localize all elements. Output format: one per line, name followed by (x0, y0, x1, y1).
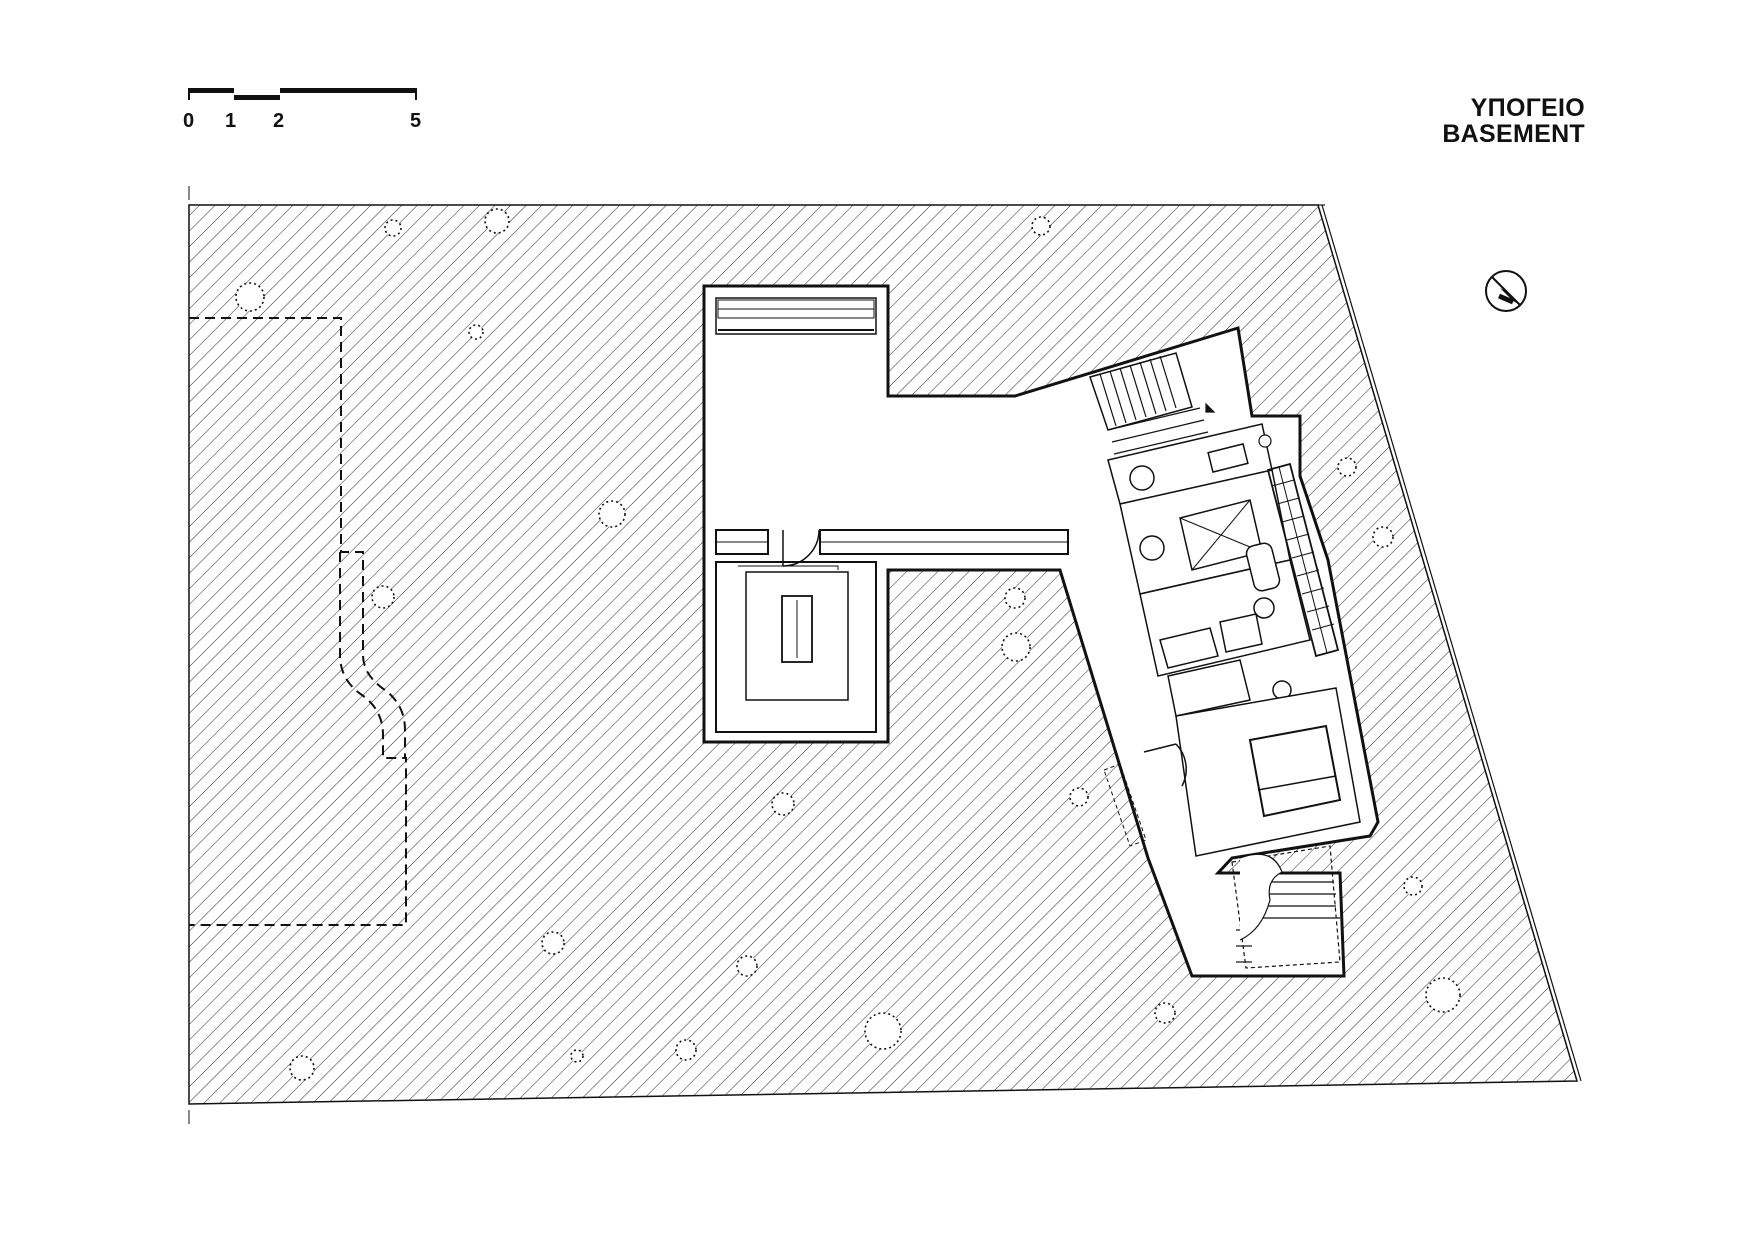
scale-label-5: 5 (410, 110, 422, 132)
dashed-feature (1103, 763, 1147, 847)
lower-room (715, 561, 877, 733)
column-mark (1258, 434, 1272, 448)
scale-label-2: 2 (273, 110, 285, 132)
glass-block-wall (1266, 462, 1340, 658)
bathroom-1 (1107, 423, 1291, 595)
bedroom (1143, 687, 1361, 857)
scale-bar (188, 88, 417, 100)
building-outline-above (189, 317, 407, 926)
staircase-lower (1231, 845, 1341, 969)
scale-label-1: 1 (225, 110, 237, 132)
light-well-grid (717, 299, 875, 319)
bathroom-2 (1139, 542, 1311, 717)
trees (235, 208, 1461, 1081)
scale-label-0: 0 (183, 110, 195, 132)
staircase-upper (1089, 352, 1216, 455)
corridor-walls (715, 529, 1069, 555)
north-arrow-icon (1485, 270, 1527, 312)
hall-door (782, 529, 820, 567)
floor-title-greek: ΥΠΟΓΕΙΟ (1470, 94, 1585, 122)
floor-title-english: BASEMENT (1442, 120, 1585, 148)
